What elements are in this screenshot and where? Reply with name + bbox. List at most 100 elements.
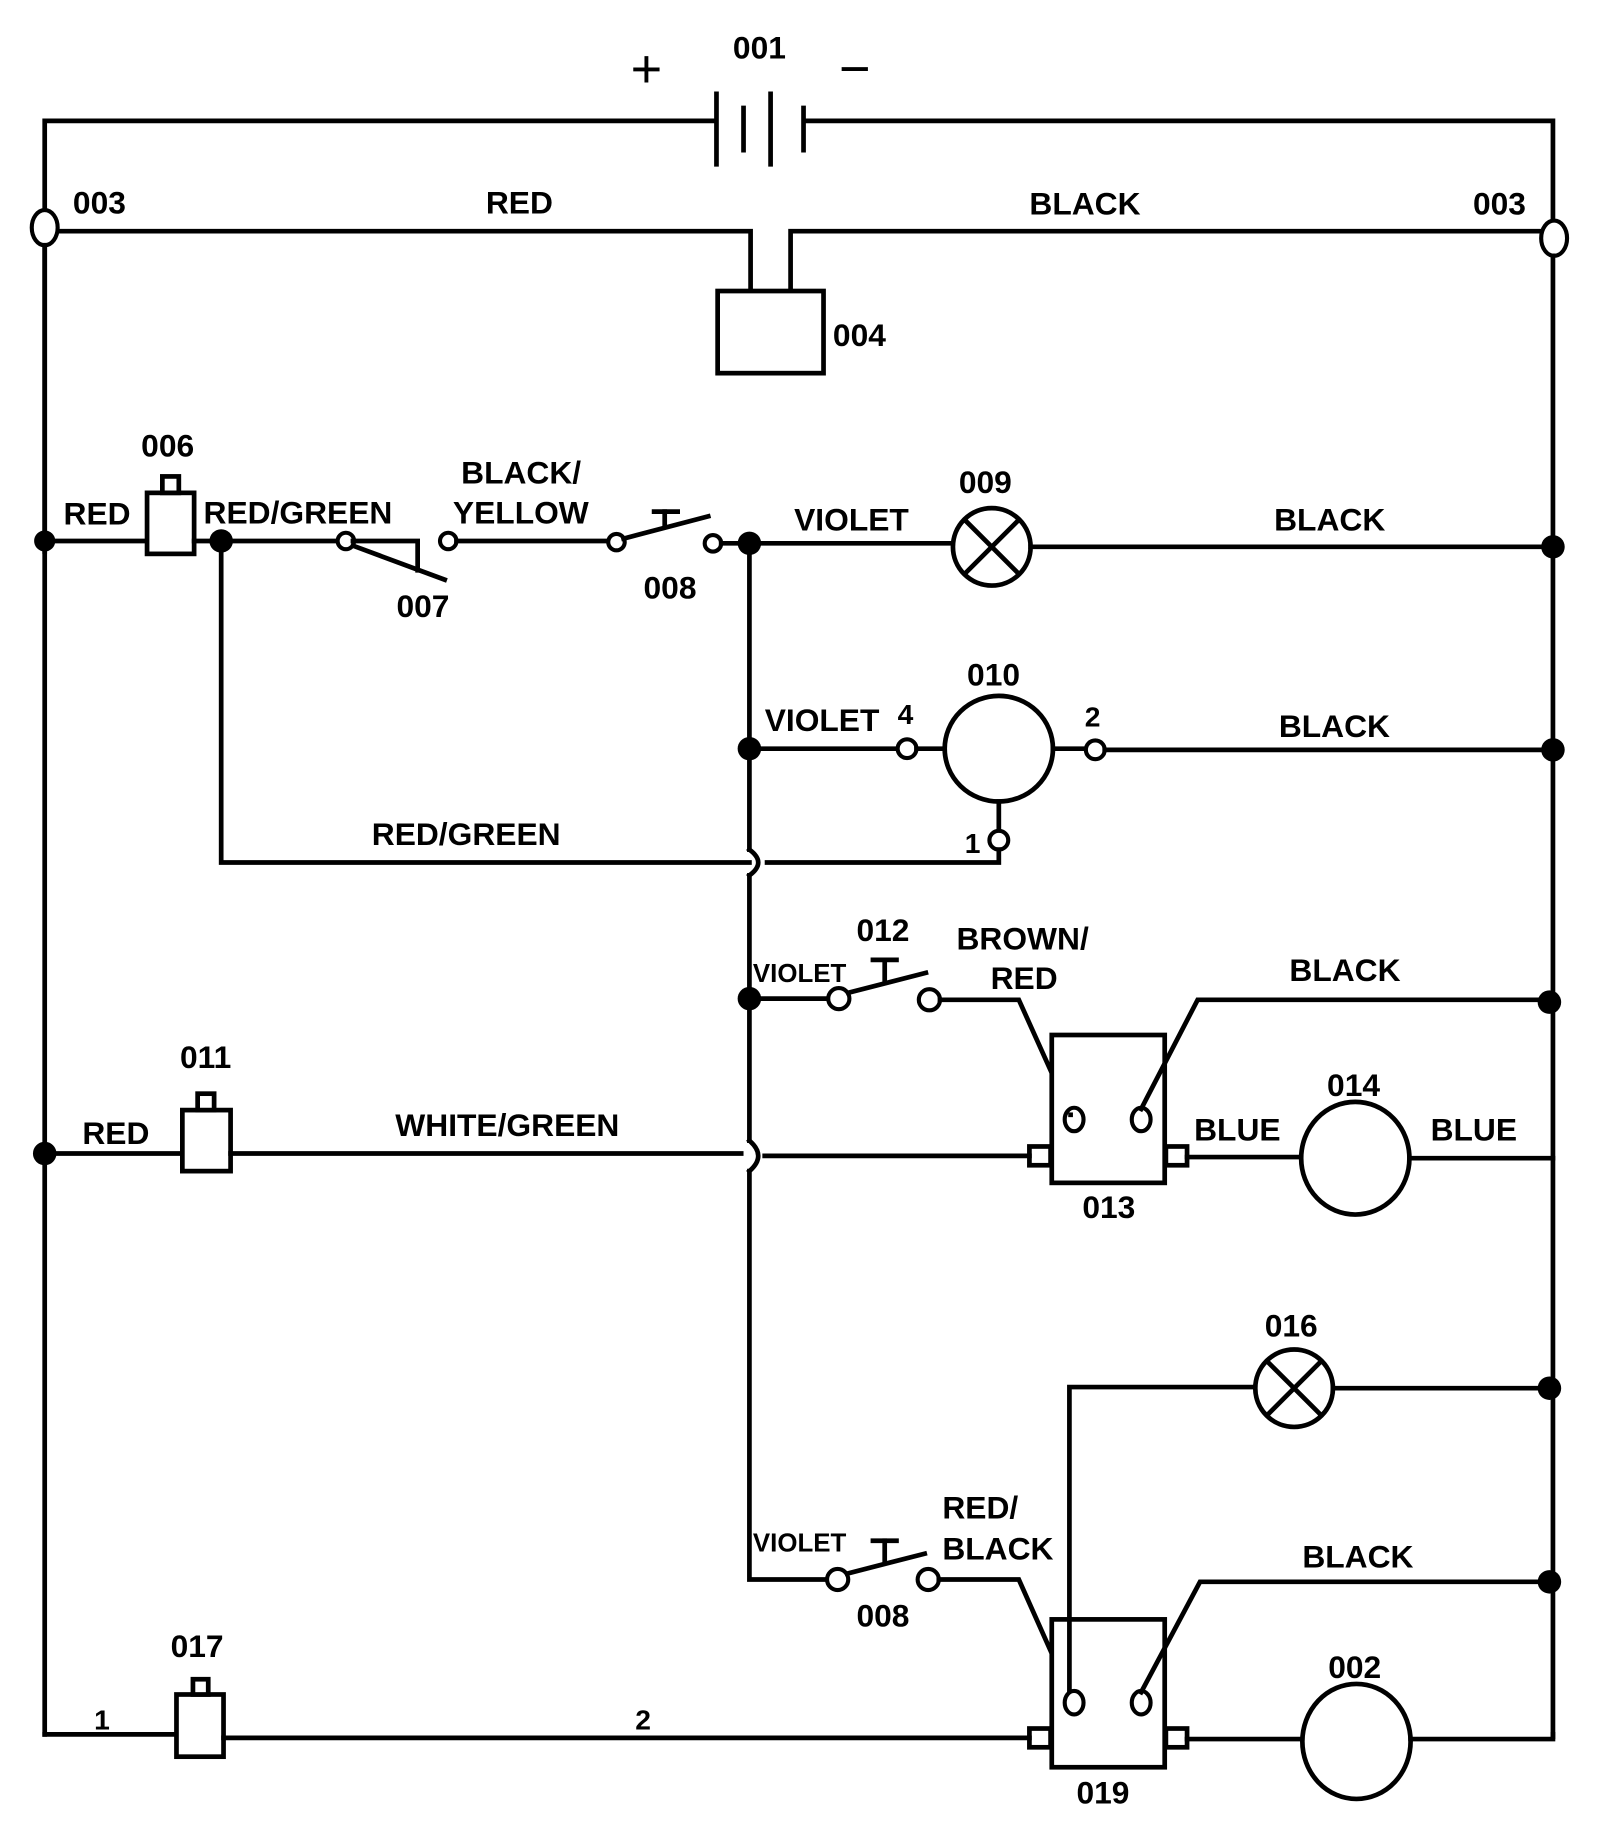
switch-008-bottom: 008 (825, 1538, 941, 1633)
junction-dot (1537, 1570, 1562, 1594)
wire-battery-positive (42, 118, 717, 554)
wire-red-green-return (764, 847, 1002, 865)
switch-terminal (702, 533, 724, 554)
component-label-013: 013 (1082, 1189, 1135, 1225)
motor-circle (1298, 1099, 1412, 1217)
plus-sign: + (631, 39, 663, 99)
wire-black (1138, 997, 1556, 1113)
relay-pin (1062, 1105, 1086, 1134)
component-label-008: 008 (644, 570, 697, 606)
junction-dot (1541, 535, 1565, 559)
fuse-006: 006 (141, 428, 197, 557)
module-box (715, 288, 826, 376)
switch-terminal (826, 986, 852, 1012)
wire-label-brown-red-2: RED (991, 960, 1058, 996)
component-label-007: 007 (396, 588, 449, 624)
switch-terminal (437, 530, 459, 552)
component-label-003: 003 (1473, 186, 1526, 222)
wire-label-blue: BLUE (1431, 1112, 1517, 1148)
switch-007: 007 (335, 530, 459, 624)
connector-terminal (29, 207, 60, 248)
lamp-016: 016 (1252, 1308, 1336, 1430)
wire-label-red: RED (64, 496, 131, 532)
wire-label-red: RED (486, 185, 553, 221)
wire-label-black: BLACK (1302, 1539, 1413, 1575)
component-label-006: 006 (141, 428, 194, 464)
wire-label-red-black-1: RED/ (942, 1490, 1018, 1526)
pin-label-1: 1 (965, 827, 981, 859)
component-label-017: 017 (171, 1628, 224, 1664)
fuse-cap (160, 474, 182, 496)
switch-terminal (606, 531, 627, 553)
battery-label: 001 (733, 30, 786, 66)
wire-battery-negative (803, 118, 1556, 226)
component-label-003: 003 (73, 185, 126, 221)
wire-label-violet: VIOLET (765, 702, 880, 738)
wire-label-black: BLACK (1289, 952, 1400, 988)
wire-from-002 (1408, 1732, 1556, 1742)
wire-label-white-green: WHITE/GREEN (395, 1107, 619, 1143)
component-label-012: 012 (856, 912, 909, 948)
wire-label-violet: VIOLET (753, 960, 847, 988)
relay-013: 013 (1027, 1032, 1190, 1225)
wire-to-016 (1067, 1384, 1257, 1675)
wire-label-black-yellow-1: BLACK/ (461, 455, 581, 491)
connector-terminal (1539, 218, 1570, 258)
pin-label-2: 2 (635, 1704, 651, 1736)
junction-dot (1541, 738, 1565, 762)
wire-label-violet: VIOLET (794, 501, 909, 537)
wire-label-black: BLACK (1029, 186, 1140, 222)
component-label-010: 010 (967, 656, 1020, 692)
connector-003-left: 003 (29, 185, 126, 248)
fuse-cap (190, 1676, 211, 1697)
wire-black (1137, 1579, 1556, 1696)
wire-red-green-return (218, 538, 752, 865)
battery-001: 001 + − (42, 30, 1556, 554)
violet-bus (747, 1168, 832, 1582)
motor-circle (1300, 1681, 1413, 1802)
pin-label-2: 2 (1085, 700, 1101, 732)
component-label-011: 011 (180, 1039, 231, 1075)
wire-label-red-green: RED/GREEN (204, 494, 393, 530)
relay-tab (1163, 1144, 1190, 1168)
wire-label-red: RED (82, 1115, 149, 1151)
wire-label-red-green: RED/GREEN (372, 816, 561, 852)
fuse-011: 011 (180, 1039, 233, 1174)
wire-crossover (746, 1137, 761, 1175)
wire-label-black: BLACK (1279, 708, 1390, 744)
switch-terminal (825, 1566, 851, 1593)
switch-hook (350, 538, 420, 573)
fuse-body (180, 1107, 233, 1174)
switch-blade (349, 542, 448, 583)
switch-008-top: 008 (606, 509, 724, 606)
relay-tab (1027, 1726, 1053, 1750)
pin-label-4: 4 (898, 698, 914, 730)
wire-crossover (746, 846, 761, 879)
lamp-cross (1263, 1357, 1325, 1419)
minus-sign: − (839, 39, 871, 99)
component-label-016: 016 (1265, 1308, 1318, 1344)
wire-black-to-004 (788, 228, 1542, 294)
component-004: 004 (715, 288, 886, 376)
relay-tab (1027, 1144, 1053, 1168)
relay-pin (1062, 1688, 1086, 1717)
fuse-cap (195, 1091, 217, 1113)
switch-terminal (916, 987, 943, 1013)
pin-terminal (987, 828, 1011, 852)
fuse-body (144, 490, 197, 557)
switch-terminal (915, 1566, 941, 1593)
component-label-008: 008 (856, 1597, 909, 1633)
wire-label-black: BLACK (1274, 501, 1385, 537)
motor-014: 014 (1298, 1067, 1412, 1217)
motor-002: 002 (1300, 1649, 1413, 1802)
component-label-002: 002 (1328, 1649, 1381, 1685)
motor-010: 010 4 2 1 (895, 656, 1107, 859)
component-label-004: 004 (833, 317, 886, 353)
pin-label-1: 1 (94, 1704, 110, 1736)
component-label-009: 009 (959, 464, 1012, 500)
motor-circle (942, 693, 1056, 804)
pin-terminal (1083, 738, 1107, 762)
lamp-cross (961, 516, 1023, 578)
wire-red-to-004 (56, 228, 753, 294)
